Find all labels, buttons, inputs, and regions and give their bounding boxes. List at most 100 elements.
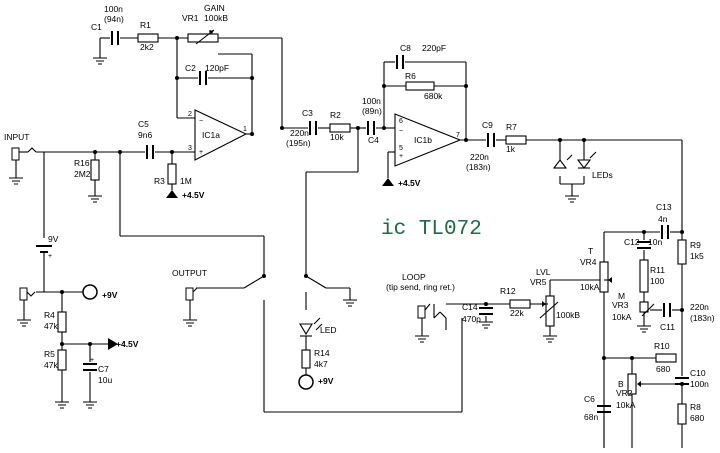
supply-jack — [19, 287, 36, 301]
resistor-r7 — [505, 135, 527, 145]
svg-text:10u: 10u — [98, 375, 112, 385]
resistor-r12 — [509, 299, 531, 309]
ground-icon — [565, 195, 579, 203]
pot-vr5 — [545, 295, 555, 327]
svg-text:100: 100 — [650, 276, 664, 286]
svg-text:C10: C10 — [690, 368, 706, 378]
ground-icon — [17, 319, 31, 327]
svg-text:6: 6 — [399, 118, 403, 125]
svg-text:680k: 680k — [424, 91, 443, 101]
resistor-r5 — [57, 349, 67, 371]
svg-text:C14: C14 — [462, 302, 478, 312]
vref-symbols — [108, 178, 394, 350]
svg-text:R7: R7 — [506, 122, 517, 132]
svg-text:R8: R8 — [690, 402, 701, 412]
resistor-r6 — [405, 81, 435, 91]
label-input: INPUT — [4, 132, 30, 142]
label-output: OUTPUT — [172, 268, 207, 278]
svg-text:2M2: 2M2 — [74, 169, 91, 179]
resistors — [57, 33, 687, 425]
capacitor-c11 — [663, 303, 671, 317]
capacitor-c3 — [309, 121, 317, 135]
svg-text:C8: C8 — [400, 43, 411, 53]
svg-text:VR2: VR2 — [616, 388, 633, 398]
svg-text:−: − — [399, 128, 403, 135]
svg-text:C1: C1 — [91, 22, 102, 32]
svg-text:3: 3 — [188, 145, 192, 152]
svg-text:R9: R9 — [690, 240, 701, 250]
capacitor-c1 — [111, 31, 119, 45]
capacitor-c2 — [199, 71, 207, 85]
svg-text:7: 7 — [456, 132, 460, 139]
resistor-r2 — [329, 123, 351, 133]
pot-vr2 — [627, 373, 637, 395]
label-led: LED — [320, 325, 337, 335]
svg-text:C13: C13 — [656, 202, 672, 212]
svg-text:220pF: 220pF — [422, 43, 446, 53]
svg-text:+: + — [399, 153, 403, 160]
label-supply-9v: +9V — [102, 290, 118, 300]
ground-icon — [88, 195, 102, 203]
svg-text:100n: 100n — [104, 4, 123, 14]
ground-icon — [93, 57, 107, 65]
svg-text:−: − — [199, 118, 203, 125]
ic1a-label: IC1a — [202, 130, 220, 140]
resistor-r11 — [639, 259, 649, 293]
resistor-r1 — [137, 33, 159, 43]
svg-text:C12: C12 — [624, 237, 640, 247]
capacitor-c10 — [675, 377, 689, 385]
capacitor-c9 — [487, 133, 495, 147]
capacitors — [83, 31, 689, 413]
svg-text:R10: R10 — [654, 341, 670, 351]
capacitor-c8 — [396, 55, 404, 69]
svg-text:(94n): (94n) — [104, 14, 124, 24]
svg-text:5: 5 — [399, 145, 403, 152]
svg-text:220n: 220n — [690, 302, 709, 312]
svg-text:47k: 47k — [44, 321, 58, 331]
ground-icon — [9, 177, 23, 185]
capacitor-c6 — [597, 405, 611, 413]
ground-icon — [415, 335, 429, 343]
svg-text:VR5: VR5 — [530, 277, 547, 287]
label-m: M — [618, 291, 625, 301]
clipping-leds — [552, 151, 597, 169]
svg-text:9n6: 9n6 — [138, 130, 152, 140]
diagram-title: ic TL072 — [381, 218, 482, 241]
resistor-r9 — [677, 239, 687, 265]
terminal-led-9v-icon — [298, 374, 314, 390]
label-loop-note: (tip send, ring ret.) — [386, 282, 455, 292]
svg-text:220n: 220n — [470, 152, 489, 162]
ic1b-label: IC1b — [414, 135, 432, 145]
ground-icon — [479, 321, 493, 329]
capacitor-c14 — [479, 307, 493, 315]
svg-text:+: + — [199, 149, 203, 156]
svg-text:C3: C3 — [302, 108, 313, 118]
capacitor-c7 — [83, 363, 97, 371]
svg-text:C9: C9 — [482, 120, 493, 130]
svg-text:10kA: 10kA — [616, 400, 636, 410]
svg-text:C11: C11 — [660, 322, 675, 332]
terminal-9v-icon — [82, 284, 98, 300]
svg-text:2k2: 2k2 — [140, 42, 154, 52]
vref-arrow-icon — [382, 178, 394, 186]
vref-arrow-icon — [108, 338, 118, 350]
resistor-r10 — [655, 353, 677, 363]
resistor-r3 — [167, 163, 177, 185]
svg-text:+: + — [48, 253, 52, 260]
label-vref-3: +4.5V — [116, 339, 139, 349]
label-vref-2: +4.5V — [398, 178, 421, 188]
ground-icon — [343, 299, 357, 307]
led-indicator — [299, 317, 323, 337]
svg-text:1M: 1M — [180, 176, 192, 186]
svg-text:4n: 4n — [658, 214, 668, 224]
svg-text:R16: R16 — [74, 158, 90, 168]
ground-icon — [183, 319, 197, 327]
svg-text:680: 680 — [656, 364, 670, 374]
loop-jack — [417, 303, 431, 319]
svg-text:68n: 68n — [584, 412, 598, 422]
svg-text:22k: 22k — [510, 308, 524, 318]
svg-text:VR3: VR3 — [612, 300, 629, 310]
ground-icon — [55, 401, 69, 409]
potentiometers — [187, 29, 655, 395]
